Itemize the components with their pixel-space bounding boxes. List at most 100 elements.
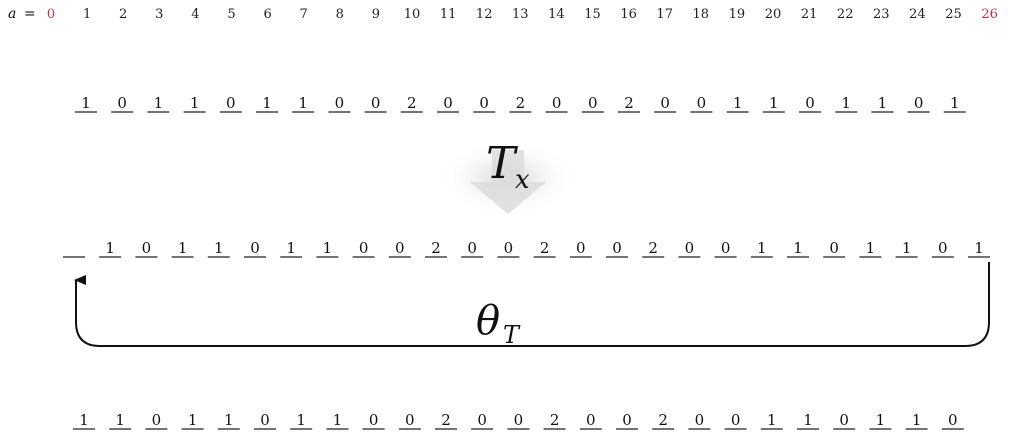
tape-symbol: 1: [757, 239, 767, 257]
index-label: 4: [191, 7, 199, 22]
tape-symbol: 1: [214, 239, 224, 257]
tape-cell: 0: [907, 94, 930, 113]
tape-cell: 0: [579, 411, 602, 430]
index-label: 6: [263, 7, 271, 22]
tape-cell: 0: [688, 411, 711, 430]
index-label: 9: [372, 7, 380, 22]
tape-symbol: 2: [540, 239, 550, 257]
tape-cell: 1: [207, 239, 230, 258]
tape-symbol: 0: [576, 239, 586, 257]
index-label: 22: [837, 7, 854, 22]
tape-cell: 0: [799, 94, 821, 113]
tape-symbol: 1: [115, 411, 125, 429]
tape-symbol: 1: [262, 94, 272, 112]
tape-symbol: 0: [829, 239, 839, 257]
tape-cell: 0: [135, 239, 158, 258]
tape-symbol: 1: [803, 411, 813, 429]
index-label: 25: [945, 7, 962, 22]
tape-symbol: 0: [142, 239, 152, 257]
tape-symbol: 1: [902, 239, 912, 257]
tape-symbol: 1: [974, 239, 984, 257]
tape-cell: 0: [461, 239, 484, 258]
tape-symbol: 0: [371, 94, 381, 112]
index-label: 16: [620, 7, 637, 22]
down-arrow-icon: [438, 140, 578, 216]
index-label: 24: [909, 7, 926, 22]
tape-symbol: 2: [658, 411, 668, 429]
tape-symbol: 1: [79, 411, 89, 429]
tape-cell: 1: [280, 239, 303, 258]
index-label: 11: [440, 7, 457, 22]
tape-cell: 1: [99, 239, 122, 258]
tape-symbol: 0: [612, 239, 622, 257]
tape-cell: 2: [543, 411, 566, 430]
tape-cell: 0: [471, 411, 494, 430]
tape-symbol: 1: [81, 94, 91, 112]
tape-cell: 0: [724, 411, 747, 430]
tape-cell: 0: [388, 239, 411, 258]
tape-symbol: 0: [369, 411, 379, 429]
tape-symbol: 0: [477, 411, 487, 429]
index-label: 7: [300, 7, 308, 22]
tape-symbol: 0: [948, 411, 958, 429]
tape-cell: 0: [833, 411, 856, 430]
tape-symbol: 1: [767, 411, 777, 429]
index-label: 2: [119, 7, 127, 22]
wrap-operator: θ T: [74, 262, 990, 349]
tape-symbol: 0: [552, 94, 562, 112]
tape-symbol: 0: [152, 411, 162, 429]
tape-symbol: 1: [323, 239, 333, 257]
tape-cell: 1: [750, 239, 773, 258]
tape-symbol: 1: [912, 411, 922, 429]
tape-symbol: 0: [660, 94, 670, 112]
tape-symbol: 1: [298, 94, 308, 112]
tape-cell: 1: [290, 411, 313, 430]
tape-symbol: 2: [516, 94, 526, 112]
tape-symbol: 1: [333, 411, 343, 429]
tape-symbol: 2: [431, 239, 441, 257]
index-label: 21: [801, 7, 818, 22]
tape-cell: 1: [326, 411, 349, 430]
tape-symbol: 0: [443, 94, 453, 112]
index-label: 15: [584, 7, 601, 22]
tape-cell: 1: [797, 411, 819, 430]
index-label: 20: [765, 7, 782, 22]
shift-operator-symbol: T: [486, 138, 519, 189]
tape-symbol: 0: [117, 94, 127, 112]
tape-cell: 0: [678, 239, 701, 258]
tape-symbol: 0: [405, 411, 415, 429]
tape-symbol: 0: [588, 94, 598, 112]
tape-symbol: 1: [154, 94, 164, 112]
tape-cell: 1: [147, 94, 170, 113]
tape-cell: 2: [533, 239, 556, 258]
tape-cell: 0: [362, 411, 385, 430]
tape-symbol: 2: [407, 94, 417, 112]
tape-cell: 0: [606, 239, 628, 258]
tape-symbol: 0: [914, 94, 924, 112]
index-label: 0: [47, 7, 55, 22]
index-label: 3: [155, 7, 163, 22]
tape-cell: 1: [183, 94, 206, 113]
tape-cell: 2: [425, 239, 447, 258]
tape-symbol: 1: [105, 239, 115, 257]
index-label: 13: [512, 7, 529, 22]
index-label: 10: [404, 7, 421, 22]
tape-cell: 0: [364, 94, 387, 113]
tape-cell: 1: [905, 411, 928, 430]
tape-symbol: 0: [839, 411, 849, 429]
tape-symbol: 1: [769, 94, 779, 112]
tape-cell: 1: [292, 94, 315, 113]
tape-cell: 0: [931, 239, 954, 258]
tape-cell: 0: [437, 94, 459, 113]
tape-symbol: 1: [188, 411, 198, 429]
index-label: 19: [729, 7, 746, 22]
tape-symbol: 0: [395, 239, 405, 257]
tape-cell: 1: [943, 94, 966, 113]
wrap-arrow-icon: [74, 262, 990, 347]
tape-cell: 0: [616, 411, 638, 430]
tape-symbol: 0: [622, 411, 632, 429]
index-equals: =: [24, 6, 36, 22]
